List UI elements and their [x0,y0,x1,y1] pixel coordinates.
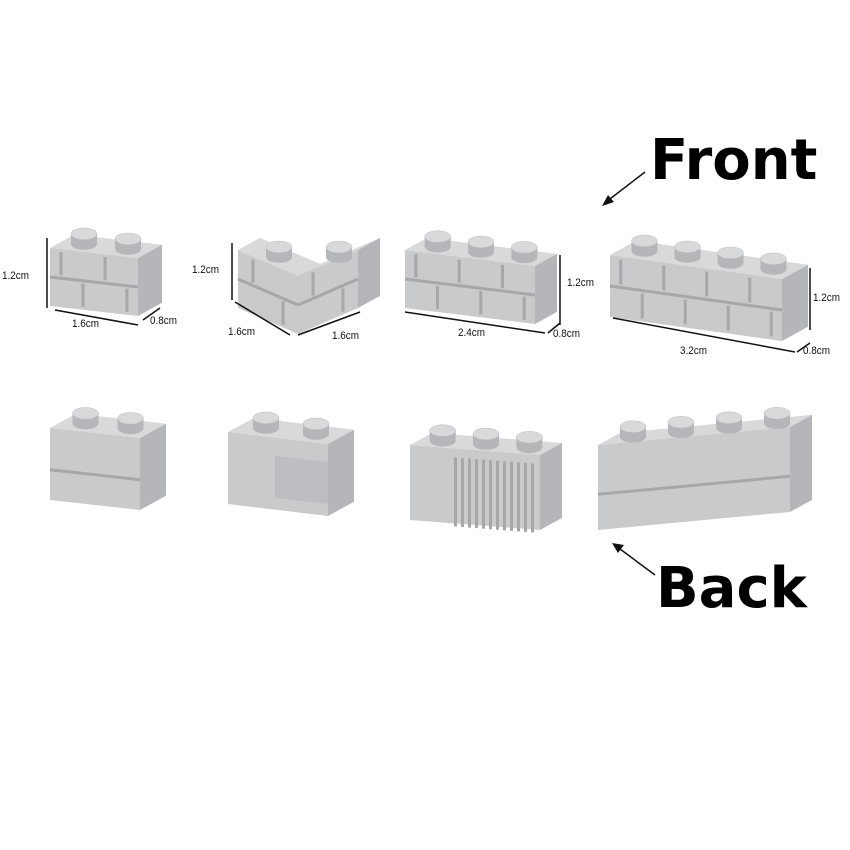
stud [424,240,451,253]
stud [303,428,329,440]
stud [429,424,456,437]
stud [326,251,352,263]
stud [266,251,292,263]
stud [631,234,658,247]
dim-line [547,322,561,334]
stud [424,230,451,243]
mortar-line [609,284,783,312]
brick-side-face [328,429,354,516]
stud [763,407,791,420]
stud [467,235,495,249]
stud [760,263,787,275]
brick-corner-right-front [297,237,380,334]
dim-1x2-depth: 0.8cm [150,315,177,327]
dim-corner-height: 1.2cm [192,264,219,276]
dim-line [612,317,796,353]
brick-1x3-front [404,230,557,324]
stud [764,417,790,430]
stud [667,416,695,429]
stud [70,227,98,240]
dim-line [796,342,811,353]
stud [71,238,97,250]
groove-line [597,474,791,496]
front-arrow-line [605,171,646,203]
stud [674,240,701,253]
mortar-line [297,277,359,307]
dim-1x4-depth: 0.8cm [803,345,830,357]
dim-line [404,311,546,334]
stud [72,407,99,420]
dim-line [54,309,139,326]
stud [511,251,538,264]
dim-1x4-height: 1.2cm [813,292,840,304]
stud [114,232,142,245]
stud [760,252,787,265]
stud [511,241,538,254]
dim-corner-length-right: 1.6cm [332,330,359,342]
dim-line [142,307,161,321]
dim-1x4-length: 3.2cm [680,345,707,357]
stud [325,240,353,254]
brick-1x3-back [410,424,562,533]
front-arrow-head [602,195,614,206]
stud [472,427,500,441]
stud [717,257,744,269]
stud [717,246,744,259]
stud [302,417,330,430]
brick-side-face [358,237,380,308]
stud [252,411,280,424]
stud [117,422,144,435]
brick-top-face [610,240,808,279]
brick-side-face [138,244,162,316]
brick-1x4-front [609,234,808,341]
groove-line [49,468,141,482]
stud [265,240,293,254]
mortar-line [404,277,536,297]
dim-line [297,311,361,336]
stud [516,441,543,454]
dim-1x2-height: 1.2cm [2,270,29,282]
brick-front-face [598,427,790,530]
brick-side-face [140,423,166,510]
brick-side-face [790,414,812,512]
back-arrow-head [612,543,624,553]
stud [117,412,144,425]
stud [631,245,658,257]
brick-side-face [540,442,562,530]
dim-1x2-length: 1.6cm [72,318,99,330]
mortar-line [237,277,299,307]
stud [716,421,742,434]
brick-side-face [535,253,557,324]
stud [619,420,647,433]
dim-1x3-depth: 0.8cm [553,328,580,340]
back-arrow-line [615,545,656,576]
mortar-line [49,275,139,289]
stud [516,431,543,444]
brick-1x2-front [49,227,162,316]
brick-1x4-back [597,407,812,530]
stud [429,434,456,447]
stud [674,251,701,263]
brick-side-face [782,264,808,341]
stud [620,430,646,443]
stud [715,411,743,424]
brick-top-face [598,414,812,445]
stud [468,246,494,258]
back-label: Back [656,556,807,621]
stud [668,426,694,439]
corner-notch [275,456,328,504]
stud [115,243,141,255]
dim-line [234,301,291,336]
front-label: Front [650,128,818,193]
stud [473,438,499,450]
stud [72,417,99,430]
brick-front-face [50,428,140,510]
dim-1x3-height: 1.2cm [567,277,594,289]
stud [253,422,279,434]
dim-1x3-length: 2.4cm [458,327,485,339]
dim-corner-length-left: 1.6cm [228,326,255,338]
brick-1x2-back [49,407,166,510]
